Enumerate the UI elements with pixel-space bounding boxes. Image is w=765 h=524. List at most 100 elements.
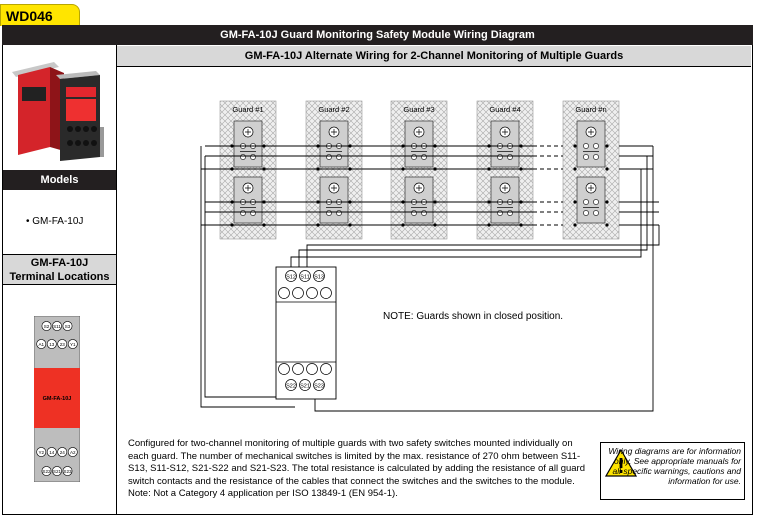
- junction-dot: [487, 167, 491, 171]
- junction-dot: [316, 200, 320, 204]
- switch-terminal: [421, 154, 427, 160]
- terminal-label: S3: [65, 324, 71, 329]
- switch-terminal: [507, 154, 513, 160]
- terminal-circle: [62, 466, 73, 476]
- switch-terminal: [593, 143, 599, 149]
- junction-dot: [605, 144, 609, 148]
- switch-terminal: [336, 154, 342, 160]
- switch-terminal: [593, 154, 599, 160]
- safety-module: [275, 266, 337, 400]
- document-code-tab: WD046: [0, 4, 80, 26]
- module-divider: [276, 301, 336, 363]
- junction-dot: [316, 223, 320, 227]
- terminal-label: S11: [53, 324, 61, 329]
- guard-label: Guard #1: [232, 105, 263, 114]
- terminal-label: 24: [60, 450, 66, 455]
- guard-label: Guard #3: [403, 105, 434, 114]
- module-terminal: [299, 379, 311, 391]
- model-list-item: • GM-FA-10J: [26, 216, 84, 227]
- terminal-circle: [62, 321, 73, 331]
- junction-dot: [487, 200, 491, 204]
- switch-terminal: [583, 143, 589, 149]
- junction-dot: [316, 144, 320, 148]
- sidebar-divider: [116, 45, 117, 514]
- junction-dot: [348, 144, 352, 148]
- actuator-mark: [245, 129, 251, 135]
- module-terminal-unused: [306, 287, 318, 299]
- terminal-circle: [46, 339, 57, 349]
- guard-label: Guard #2: [318, 105, 349, 114]
- actuator-mark: [331, 129, 337, 135]
- terminal-circle: [46, 447, 57, 457]
- module-terminal-unused: [292, 363, 304, 375]
- junction-dot: [433, 167, 437, 171]
- switch-terminal: [250, 210, 256, 216]
- junction-dot: [230, 144, 234, 148]
- junction-dot: [519, 223, 523, 227]
- switch-terminal: [583, 199, 589, 205]
- junction-dot: [348, 200, 352, 204]
- product-photo: [4, 47, 116, 169]
- terminal-label: Y2: [38, 450, 44, 455]
- module-terminal: [299, 270, 311, 282]
- terminal-circle: [67, 339, 78, 349]
- terminal-circle: [52, 321, 62, 331]
- warning-text: Wiring diagrams are for information only…: [608, 446, 741, 486]
- junction-dot: [605, 167, 609, 171]
- safety-switch: [576, 120, 606, 168]
- switch-terminal: [497, 154, 503, 160]
- return-wire: [200, 146, 295, 408]
- junction-dot: [401, 200, 405, 204]
- junction-dot: [433, 144, 437, 148]
- module-terminal-unused: [306, 363, 318, 375]
- junction-dot: [262, 144, 266, 148]
- actuator-mark: [502, 129, 508, 135]
- terminal-circle: [41, 321, 52, 331]
- junction-dot: [433, 223, 437, 227]
- junction-dot: [573, 144, 577, 148]
- page-title: GM-FA-10J Guard Monitoring Safety Module…: [2, 25, 753, 45]
- switch-terminal: [411, 210, 417, 216]
- terminal-label: A2: [70, 450, 76, 455]
- junction-dot: [573, 167, 577, 171]
- module-terminal-label: S11: [300, 274, 309, 280]
- switch-terminal: [326, 154, 332, 160]
- module-terminal: [285, 379, 297, 391]
- junction-dot: [487, 223, 491, 227]
- terminal-circle: [41, 466, 52, 476]
- return-wire: [314, 146, 654, 412]
- terminal-circle: [67, 447, 78, 457]
- diagram-subtitle: GM-FA-10J Alternate Wiring for 2-Channel…: [117, 46, 751, 67]
- switch-terminal: [336, 210, 342, 216]
- terminal-label: 23: [60, 342, 66, 347]
- switch-terminal: [593, 210, 599, 216]
- terminal-circle: [36, 447, 47, 457]
- switch-terminal: [583, 210, 589, 216]
- junction-dot: [401, 167, 405, 171]
- junction-dot: [262, 200, 266, 204]
- terminal-heading-line2: Terminal Locations: [9, 271, 110, 283]
- module-terminal-unused: [320, 363, 332, 375]
- module-terminal-unused: [278, 363, 290, 375]
- switch-terminal: [497, 210, 503, 216]
- junction-dot: [401, 223, 405, 227]
- terminal-label: S21: [53, 469, 62, 474]
- terminal-circle: [57, 447, 68, 457]
- guard-label: Guard #n: [575, 105, 606, 114]
- junction-dot: [519, 167, 523, 171]
- switch-terminal: [240, 154, 246, 160]
- terminal-label: S2: [44, 324, 50, 329]
- junction-dot: [348, 223, 352, 227]
- module-terminal-label: S21: [300, 383, 310, 389]
- actuator-mark: [416, 185, 422, 191]
- actuator-mark: [245, 185, 251, 191]
- terminal-label: A1: [38, 342, 44, 347]
- warning-box: Wiring diagrams are for information only…: [600, 442, 745, 500]
- terminal-label: S22: [42, 469, 51, 474]
- module-terminal-unused: [292, 287, 304, 299]
- actuator-mark: [331, 185, 337, 191]
- terminal-circle: [57, 339, 68, 349]
- module-terminal-unused: [320, 287, 332, 299]
- terminal-heading-line1: GM-FA-10J: [30, 257, 89, 269]
- junction-dot: [230, 223, 234, 227]
